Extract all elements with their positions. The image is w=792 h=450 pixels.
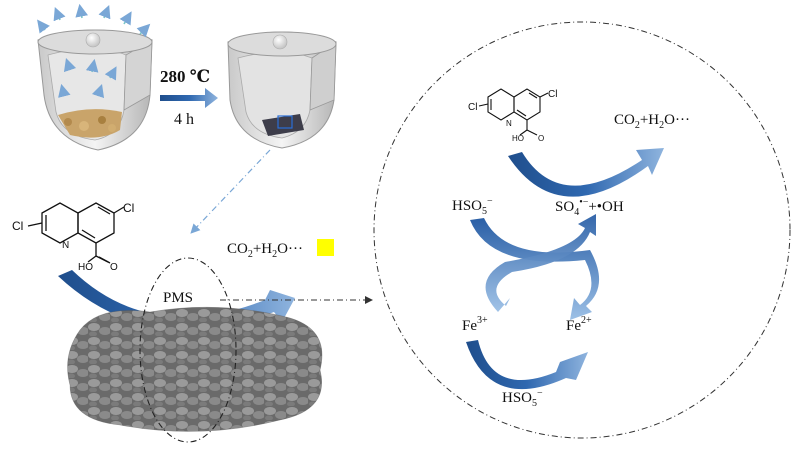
pms-ellipse bbox=[139, 257, 237, 443]
mol-left-cl-ring: Cl bbox=[12, 219, 23, 233]
dashed-connector bbox=[190, 149, 271, 234]
fe2-label: Fe2+ bbox=[566, 315, 592, 334]
left-products: CO2+H2O··· bbox=[227, 241, 303, 260]
quinclorac-molecule-right bbox=[478, 88, 549, 136]
mol-left-cl-top: Cl bbox=[123, 201, 134, 215]
pms-label: PMS bbox=[163, 290, 193, 306]
mechanism-top-arrow bbox=[508, 148, 664, 197]
mol-right-cl-ring: Cl bbox=[468, 102, 477, 113]
mol-right-oh: HO bbox=[512, 134, 524, 143]
catalyst-surface bbox=[67, 306, 323, 432]
mechanism-circle bbox=[373, 21, 791, 439]
vapor-arrows bbox=[37, 3, 151, 99]
sulfate-radical: SO4•−+•OH bbox=[555, 197, 624, 218]
highlight-marker bbox=[317, 239, 334, 256]
reactor-after bbox=[227, 31, 337, 149]
mechanism-products: CO2+H2O··· bbox=[614, 112, 690, 131]
mol-right-o: O bbox=[538, 134, 544, 143]
mol-left-oh: HO bbox=[78, 262, 93, 273]
process-arrow bbox=[160, 88, 218, 108]
hso5-top: HSO5− bbox=[452, 196, 493, 217]
fe3-label: Fe3+ bbox=[462, 315, 488, 334]
mechanism-bottom-arrow bbox=[466, 340, 588, 390]
mol-left-n: N bbox=[62, 240, 69, 251]
hso5-bottom: HSO5− bbox=[502, 388, 543, 409]
mol-right-n: N bbox=[506, 119, 512, 128]
cross-arrow-down bbox=[470, 218, 600, 320]
mol-left-o: O bbox=[110, 262, 118, 273]
quinclorac-molecule-left bbox=[27, 202, 125, 264]
cross-arrow-up bbox=[485, 214, 596, 312]
mol-right-cl-top: Cl bbox=[548, 89, 557, 100]
reactor-before bbox=[37, 29, 153, 151]
temperature-label: 280 ℃ bbox=[160, 67, 210, 86]
duration-label: 4 h bbox=[174, 111, 194, 128]
